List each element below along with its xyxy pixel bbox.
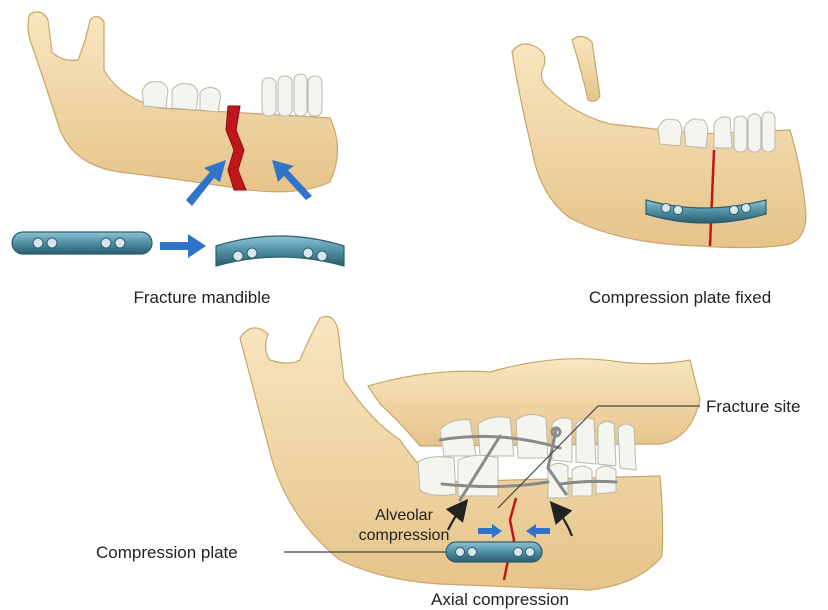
panel-axial-compression: Fracture site Alveolar compression Compr… — [96, 317, 800, 610]
coronoid-process-2 — [572, 36, 600, 101]
label-compression-plate-fixed: Compression plate fixed — [589, 288, 771, 307]
plate-bent — [216, 236, 344, 266]
panel-fracture-mandible: Fracture mandible — [12, 12, 344, 307]
label-alveolar-line1: Alveolar — [375, 507, 433, 524]
label-compression-plate: Compression plate — [96, 543, 238, 562]
label-fracture-mandible: Fracture mandible — [133, 288, 270, 307]
panel-compression-plate-fixed: Compression plate fixed — [512, 36, 806, 307]
label-axial-compression: Axial compression — [431, 590, 569, 609]
plate-straight — [12, 232, 152, 254]
teeth-right-1 — [262, 74, 322, 116]
compression-plate-3 — [446, 542, 542, 562]
label-alveolar-line2: compression — [359, 527, 450, 544]
teeth-2 — [658, 112, 775, 152]
transition-arrow — [160, 234, 206, 258]
label-fracture-site: Fracture site — [706, 397, 800, 416]
